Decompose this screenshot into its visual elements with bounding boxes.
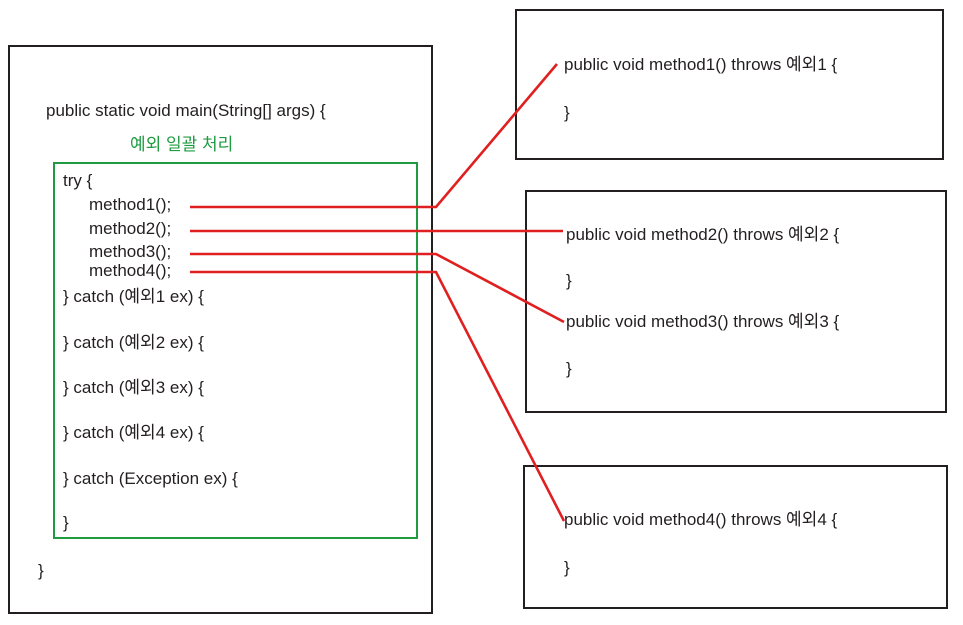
method1-box bbox=[515, 9, 944, 160]
catch-clause-4: } catch (예외4 ex) { bbox=[63, 423, 204, 442]
method2-method3-box bbox=[525, 190, 947, 413]
method4-signature: public void method4() throws 예외4 { bbox=[564, 510, 838, 529]
catch-clause-3: } catch (예외3 ex) { bbox=[63, 378, 204, 397]
call-method1: method1(); bbox=[89, 195, 172, 214]
method2-signature: public void method2() throws 예외2 { bbox=[566, 225, 840, 244]
method1-signature: public void method1() throws 예외1 { bbox=[564, 55, 838, 74]
method4-close-brace: } bbox=[564, 558, 570, 577]
call-method4: method4(); bbox=[89, 261, 172, 280]
catch-clause-exception: } catch (Exception ex) { bbox=[63, 469, 238, 488]
main-method-signature: public static void main(String[] args) { bbox=[46, 101, 326, 120]
method3-signature: public void method3() throws 예외3 { bbox=[566, 312, 840, 331]
batch-exception-caption: 예외 일괄 처리 bbox=[130, 135, 234, 154]
catch-clause-2: } catch (예외2 ex) { bbox=[63, 333, 204, 352]
main-close-brace: } bbox=[38, 561, 44, 580]
method4-box bbox=[523, 465, 948, 609]
call-method3: method3(); bbox=[89, 242, 172, 261]
method3-close-brace: } bbox=[566, 359, 572, 378]
call-method2: method2(); bbox=[89, 219, 172, 238]
method2-close-brace: } bbox=[566, 271, 572, 290]
method1-close-brace: } bbox=[564, 103, 570, 122]
try-close-brace: } bbox=[63, 513, 69, 532]
catch-clause-1: } catch (예외1 ex) { bbox=[63, 287, 204, 306]
try-open-line: try { bbox=[63, 171, 93, 190]
